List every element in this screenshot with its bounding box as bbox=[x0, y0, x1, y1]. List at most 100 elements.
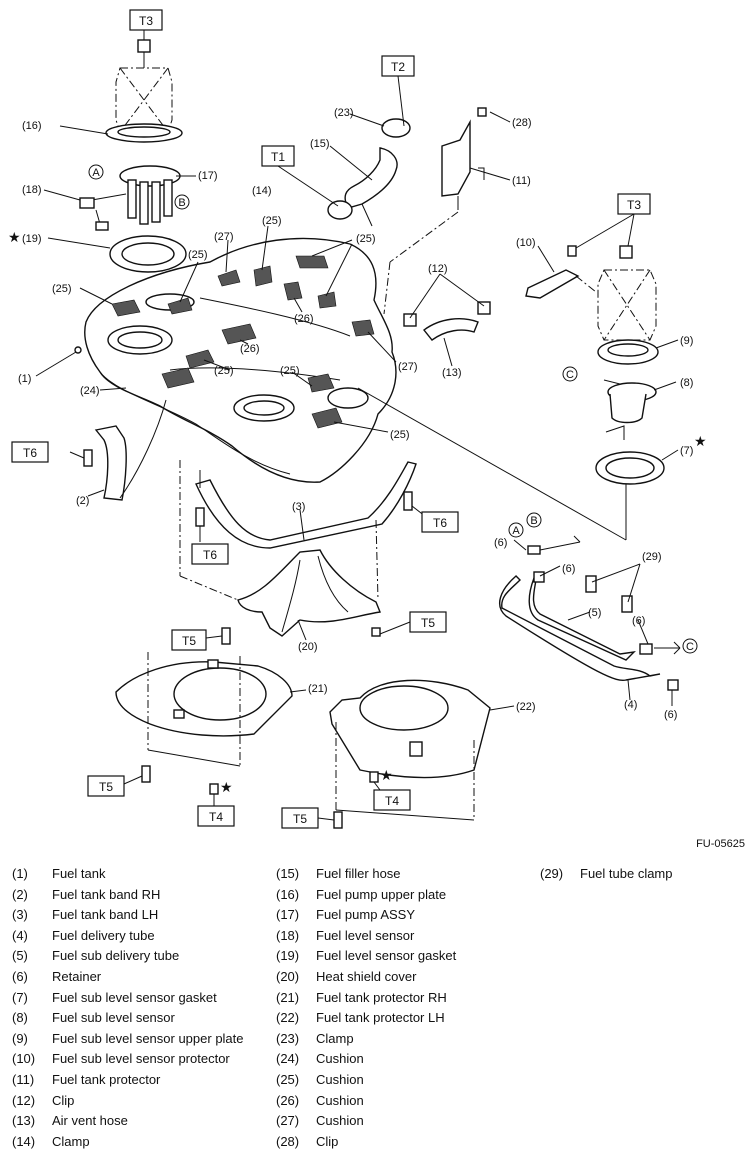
heat-shield-cover-part bbox=[179, 460, 381, 637]
callout-6: (6) bbox=[632, 615, 645, 627]
callout-25: (25) bbox=[214, 365, 234, 377]
callout-3: (3) bbox=[292, 501, 305, 513]
callout-6: (6) bbox=[494, 537, 507, 549]
legend-part-name: Fuel tank band LH bbox=[52, 907, 159, 923]
torque-label: T2 bbox=[391, 60, 405, 74]
legend-part-name: Fuel tank bbox=[52, 866, 106, 881]
torque-box-t4-left: T4 bbox=[197, 805, 235, 827]
fuel-sub-level-sensor-upper-plate-part bbox=[597, 245, 659, 365]
callout-13: (13) bbox=[442, 367, 462, 379]
legend-number: (7) bbox=[12, 989, 28, 1005]
legend-number: (4) bbox=[12, 927, 28, 943]
callout-8: (8) bbox=[680, 377, 693, 389]
fuel-level-sensor-gasket-part bbox=[109, 235, 187, 273]
diagram-code: FU-05625 bbox=[696, 838, 745, 850]
legend-part-name: Fuel tank protector bbox=[52, 1071, 161, 1087]
legend-row: (14)Clamp bbox=[12, 1132, 244, 1153]
legend-number: (27) bbox=[276, 1113, 300, 1129]
legend-row: (11)Fuel tank protector bbox=[12, 1070, 244, 1091]
legend-part-name: Retainer bbox=[52, 968, 102, 984]
legend-part-name: Fuel pump upper plate bbox=[316, 886, 447, 902]
legend-part-name: Fuel level sensor gasket bbox=[316, 948, 457, 964]
legend-part-name: Clamp bbox=[316, 1030, 354, 1046]
fuel-tank-part bbox=[74, 237, 397, 483]
callout-19: (19) bbox=[22, 233, 42, 245]
legend-row: (10)Fuel sub level sensor protector bbox=[12, 1049, 244, 1070]
callout-25: (25) bbox=[262, 215, 282, 227]
legend-row: (28)Clip bbox=[276, 1132, 456, 1153]
marker-text: A bbox=[92, 167, 100, 179]
callout-7: (7) bbox=[680, 445, 693, 457]
torque-box-t5-bottom-mid: T5 bbox=[281, 807, 319, 829]
legend-number: (3) bbox=[12, 907, 28, 923]
callout-21: (21) bbox=[308, 683, 328, 695]
legend-part-name: Fuel sub level sensor bbox=[52, 1010, 175, 1026]
callout-20: (20) bbox=[298, 641, 318, 653]
fuel-pump-upper-plate-part bbox=[105, 39, 183, 143]
legend-row: (20)Heat shield cover bbox=[276, 967, 456, 988]
legend-part-name: Fuel delivery tube bbox=[52, 927, 155, 943]
marker-a-lower: A bbox=[508, 522, 524, 538]
torque-box-t4-right: T4 bbox=[373, 789, 411, 811]
star-icon: ★ bbox=[694, 433, 707, 449]
legend-part-name: Clip bbox=[52, 1092, 75, 1108]
fuel-filler-hose-part bbox=[327, 118, 411, 227]
marker-text: C bbox=[566, 369, 574, 381]
callout-25: (25) bbox=[188, 249, 208, 261]
torque-box-t2: T2 bbox=[381, 55, 415, 77]
fuel-tank-protector-rh-part bbox=[115, 652, 293, 767]
legend-row: (5)Fuel sub delivery tube bbox=[12, 946, 244, 967]
marker-c-lower: C bbox=[682, 638, 698, 654]
legend-row: (12) Clip bbox=[12, 1091, 244, 1112]
callout-14: (14) bbox=[252, 185, 272, 197]
legend-number: (24) bbox=[276, 1051, 300, 1067]
legend-number: (23) bbox=[276, 1030, 300, 1046]
legend-number: (12) bbox=[12, 1092, 36, 1108]
legend-number: (9) bbox=[12, 1030, 28, 1046]
callout-22: (22) bbox=[516, 701, 536, 713]
legend-part-name: Fuel sub delivery tube bbox=[52, 948, 180, 964]
torque-label: T6 bbox=[23, 446, 37, 460]
legend-number: (8) bbox=[12, 1010, 28, 1026]
callout-16: (16) bbox=[22, 120, 42, 132]
callout-5: (5) bbox=[588, 607, 601, 619]
star-icon: ★ bbox=[8, 229, 21, 245]
legend-number: (13) bbox=[12, 1113, 36, 1129]
legend-row: (29)Fuel tube clamp bbox=[540, 864, 673, 885]
legend-column-2: (15)Fuel filler hose (16)Fuel pump upper… bbox=[276, 864, 456, 1152]
marker-text: C bbox=[686, 641, 694, 653]
air-vent-hose-part bbox=[403, 301, 491, 341]
legend-number: (10) bbox=[12, 1051, 36, 1067]
torque-box-t3-right: T3 bbox=[617, 193, 651, 215]
torque-box-t3-top: T3 bbox=[129, 9, 163, 31]
legend-row: (22)Fuel tank protector LH bbox=[276, 1008, 456, 1029]
fuel-tank-bands-part bbox=[94, 399, 417, 549]
legend-number: (20) bbox=[276, 968, 300, 984]
callout-11: (11) bbox=[512, 175, 531, 187]
fuel-tank-protector-part bbox=[383, 107, 487, 315]
legend-number: (15) bbox=[276, 866, 300, 881]
torque-label: T6 bbox=[433, 516, 447, 530]
legend-number: (28) bbox=[276, 1133, 300, 1149]
legend-number: (25) bbox=[276, 1071, 300, 1087]
torque-label: T5 bbox=[99, 780, 113, 794]
fuel-pump-assy-part bbox=[79, 165, 181, 231]
exploded-parts-diagram: T3 T2 T1 T3 T6 T6 T6 T5 T5 T5 T5 T4 bbox=[8, 9, 707, 829]
torque-box-t5-bottom-left: T5 bbox=[87, 775, 125, 797]
callout-26: (26) bbox=[240, 343, 260, 355]
legend-row: (24)Cushion bbox=[276, 1049, 456, 1070]
torque-label: T4 bbox=[385, 794, 399, 808]
marker-b-lower: B bbox=[526, 512, 542, 528]
legend-row: (16)Fuel pump upper plate bbox=[276, 885, 456, 906]
callout-9: (9) bbox=[680, 335, 693, 347]
torque-box-t1: T1 bbox=[261, 145, 295, 167]
fuel-sub-level-sensor-protector-part bbox=[525, 245, 597, 299]
legend-row: (27)Cushion bbox=[276, 1111, 456, 1132]
fuel-delivery-tubes-part bbox=[498, 535, 681, 691]
legend-number: (19) bbox=[276, 948, 300, 964]
legend-part-name: Air vent hose bbox=[52, 1113, 128, 1129]
legend-row: (2)Fuel tank band RH bbox=[12, 885, 244, 906]
callout-2: (2) bbox=[76, 495, 89, 507]
callout-29: (29) bbox=[642, 551, 662, 563]
callout-10: (10) bbox=[516, 237, 536, 249]
